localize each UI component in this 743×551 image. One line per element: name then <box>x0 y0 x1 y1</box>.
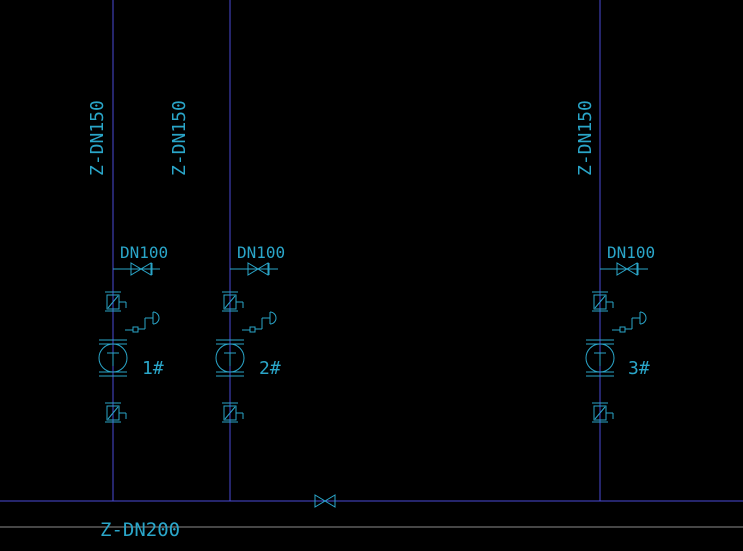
pump-unit-2: DN100 2# <box>215 243 285 423</box>
pressure-gauge-icon <box>241 311 277 333</box>
riser-label-1: Z-DN150 <box>87 100 108 176</box>
pressure-gauge-icon <box>611 311 647 333</box>
butterfly-valve-icon <box>221 291 244 312</box>
main-pipe-label: Z-DN200 <box>100 519 180 541</box>
pump-unit-3: DN100 3# <box>585 243 655 423</box>
butterfly-valve-icon <box>104 291 127 312</box>
riser-label-extra: Z-DN150 <box>169 100 190 176</box>
pump-unit-1: DN100 1# <box>98 243 168 423</box>
butterfly-valve-icon <box>221 402 244 423</box>
branch-label-3: DN100 <box>607 243 655 262</box>
butterfly-valve-icon <box>104 402 127 423</box>
branch-label-1: DN100 <box>120 243 168 262</box>
unit-label-1: 1# <box>142 358 164 379</box>
riser-label-3: Z-DN150 <box>575 100 596 176</box>
butterfly-valve-icon <box>591 402 614 423</box>
branch-label-2: DN100 <box>237 243 285 262</box>
unit-label-2: 2# <box>259 358 281 379</box>
pressure-gauge-icon <box>124 311 160 333</box>
unit-label-3: 3# <box>628 358 650 379</box>
butterfly-valve-icon <box>591 291 614 312</box>
